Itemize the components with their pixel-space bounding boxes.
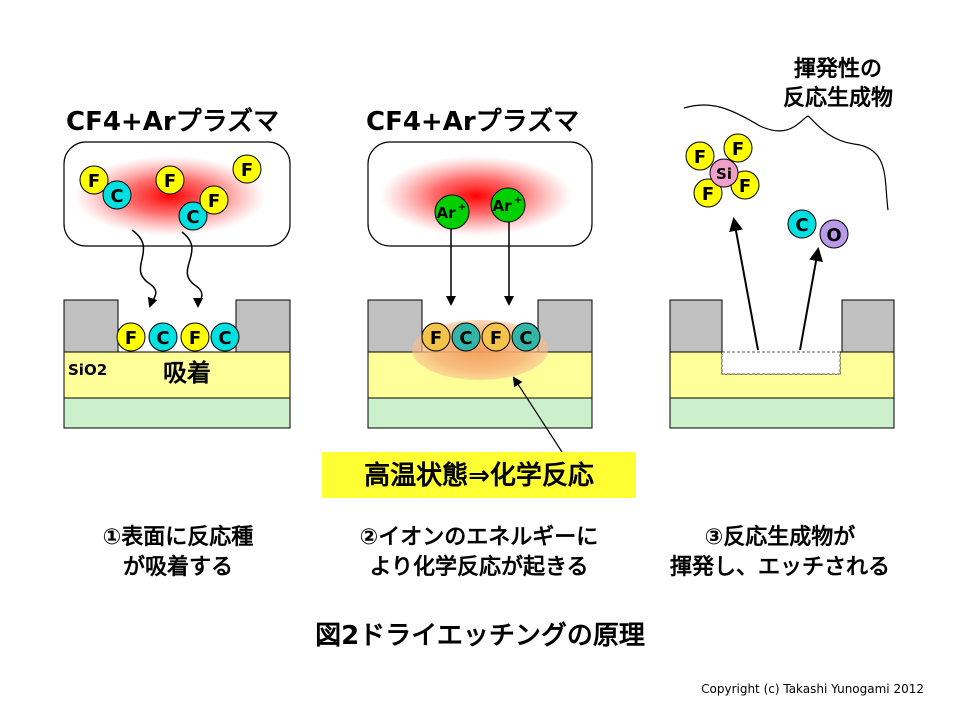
mask-right-1: [235, 299, 291, 353]
etched-trench: [721, 351, 841, 375]
step2-caption-line1: ②イオンのエネルギーに: [360, 525, 599, 550]
adsorbed-layer-1: F C F C: [116, 322, 240, 352]
ion-charge: +: [514, 195, 522, 206]
step1-caption-line2: が吸着する: [123, 554, 233, 580]
plasma-particles-1: F C F C F F: [79, 154, 262, 231]
atom-label: F: [164, 171, 176, 192]
atom-label: F: [208, 191, 220, 212]
silicon-atom: [709, 158, 739, 188]
ion-label: Ar: [436, 204, 456, 222]
step2-caption-line2: より化学反応が起きる: [369, 554, 588, 580]
oxygen-atom: [819, 219, 849, 249]
adsorption-label: 吸着: [163, 359, 211, 387]
copyright-notice: Copyright (c) Takashi Yunogami 2012: [701, 682, 924, 696]
co-molecule: C O: [787, 209, 849, 249]
mask-right-3: [841, 299, 895, 353]
grouping-brace: [683, 104, 889, 211]
panel-2: CF4+Arプラズマ Ar + Ar + F C F C: [322, 106, 636, 498]
fluorine-atom: [723, 133, 753, 163]
atom-label: F: [490, 328, 502, 349]
fluorine-atom: [79, 165, 109, 195]
adsorbed-layer-2: F C F C: [421, 322, 541, 352]
carbon-atom: [787, 209, 817, 239]
ion-charge: +: [458, 202, 466, 213]
atom-label: O: [826, 225, 841, 246]
callout-arrow: [512, 376, 563, 453]
figure-title: 図2ドライエッチングの原理: [315, 621, 645, 651]
panel-3: 揮発性の 反応生成物 F F F F Si C O: [669, 57, 895, 429]
carbon-atom: [148, 322, 178, 352]
carbon-atom: [511, 322, 541, 352]
substrate-layer-1: [63, 397, 291, 429]
atom-label: F: [694, 147, 706, 168]
atom-label: C: [156, 328, 169, 349]
atom-label: F: [702, 184, 714, 205]
fluorine-atom: [481, 322, 511, 352]
carbon-atom: [102, 180, 132, 210]
sif4-molecule: F F F F Si: [685, 133, 760, 208]
argon-ions: Ar + Ar +: [434, 187, 526, 230]
atom-label: C: [519, 328, 532, 349]
panel-1: CF4+Arプラズマ F C F C F F F: [63, 106, 291, 429]
argon-ion: [490, 187, 526, 223]
atom-label: F: [125, 328, 137, 349]
atom-label: F: [241, 160, 253, 181]
plasma-title-2: CF4+Arプラズマ: [366, 106, 579, 137]
atom-label: C: [110, 186, 123, 207]
carbon-atom: [210, 322, 240, 352]
atom-label: Si: [716, 165, 732, 183]
volatile-label-line1: 揮発性の: [794, 57, 882, 82]
carbon-atom: [451, 322, 481, 352]
mask-right-2: [537, 299, 593, 353]
diffusion-arrow: [131, 229, 158, 308]
fluorine-atom: [116, 322, 146, 352]
plasma-title-1: CF4+Arプラズマ: [66, 106, 279, 137]
mask-left-3: [669, 299, 723, 353]
sio2-label: SiO2: [68, 361, 107, 379]
mask-left-1: [63, 299, 119, 353]
fluorine-atom: [693, 178, 723, 208]
atom-label: C: [459, 328, 472, 349]
atom-label: F: [430, 328, 442, 349]
step3-caption-line2: 揮発し、エッチされる: [670, 555, 890, 580]
step-captions: ①表面に反応種 が吸着する ②イオンのエネルギーに より化学反応が起きる ③反応…: [103, 524, 890, 580]
reaction-label: 高温状態⇒化学反応: [364, 460, 594, 491]
fluorine-atom: [155, 165, 185, 195]
atom-label: F: [732, 139, 744, 160]
substrate-layer-3: [669, 397, 895, 429]
fluorine-atom: [180, 322, 210, 352]
plasma-glow-1: [74, 156, 266, 236]
ion-label: Ar: [492, 197, 512, 215]
fluorine-atom: [685, 141, 715, 171]
volatilize-arrow: [799, 247, 823, 351]
fluorine-atom: [421, 322, 451, 352]
plasma-glow-2: [380, 156, 572, 236]
atom-label: C: [218, 328, 231, 349]
atom-label: F: [189, 328, 201, 349]
mask-left-2: [367, 299, 423, 353]
step3-caption-line1: ③反応生成物が: [705, 524, 856, 550]
diffusion-arrow: [181, 231, 204, 308]
volatile-label-line2: 反応生成物: [783, 85, 893, 111]
substrate-layer-2: [367, 397, 593, 429]
atom-label: F: [88, 171, 100, 192]
carbon-atom: [178, 201, 208, 231]
atom-label: C: [795, 215, 808, 236]
atom-label: C: [186, 207, 199, 228]
fluorine-atom: [232, 154, 262, 184]
volatilize-arrow: [729, 217, 759, 351]
fluorine-atom: [199, 185, 229, 215]
reaction-highlight-box: [322, 452, 636, 498]
step1-caption-line1: ①表面に反応種: [103, 524, 254, 550]
atom-label: F: [739, 176, 751, 197]
argon-ion: [434, 194, 470, 230]
